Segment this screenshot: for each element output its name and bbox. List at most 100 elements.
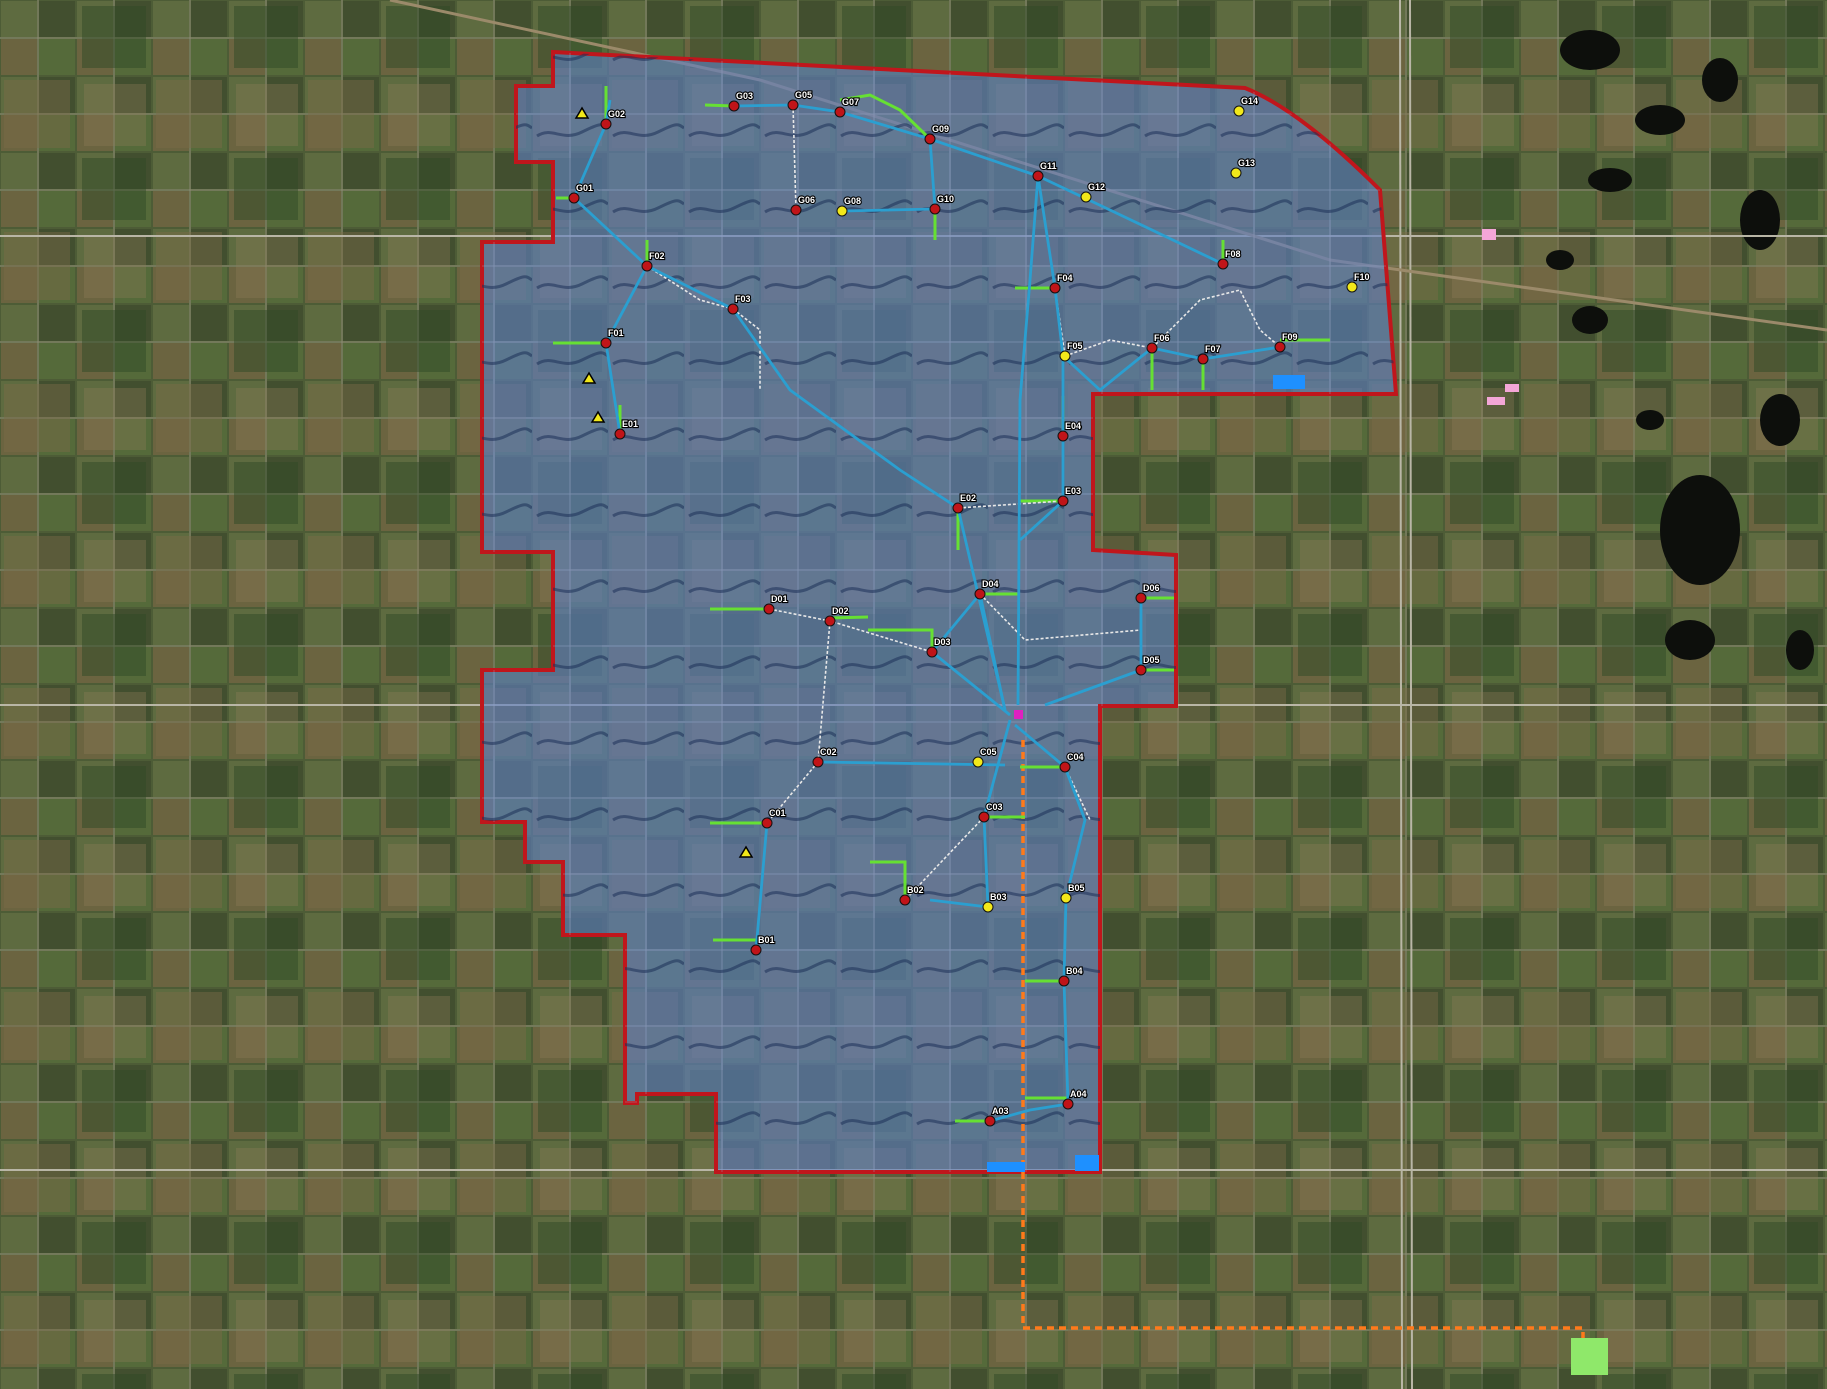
turbine-f05-circle-marker-icon bbox=[1059, 350, 1071, 362]
turbine-label: E03 bbox=[1065, 486, 1081, 496]
met-towers bbox=[574, 106, 754, 858]
turbine-g07-circle-marker-icon bbox=[834, 106, 846, 118]
trunk-line-segment bbox=[1063, 766, 1087, 899]
turbine-f03-circle-marker-icon bbox=[727, 303, 739, 315]
turbine-g02-circle-marker-icon bbox=[600, 118, 612, 130]
turbine-label: G08 bbox=[844, 196, 861, 206]
trunk-line-segment bbox=[929, 898, 989, 909]
turbine-label: G07 bbox=[842, 97, 859, 107]
access-road-segment bbox=[839, 93, 932, 141]
turbine-g08-circle-marker-icon bbox=[836, 205, 848, 217]
triangle-marker-icon bbox=[590, 410, 606, 423]
turbine-label: G14 bbox=[1241, 96, 1258, 106]
turbine-label: E01 bbox=[622, 419, 638, 429]
collector-line-segment bbox=[792, 104, 797, 211]
turbine-g03-circle-marker-icon bbox=[728, 100, 740, 112]
turbine-c01-circle-marker-icon bbox=[761, 817, 773, 829]
turbine-f02-circle-marker-icon bbox=[641, 260, 653, 272]
turbine-label: C05 bbox=[980, 747, 997, 757]
collector-line-segment bbox=[979, 593, 1142, 641]
trunk-line-segment bbox=[982, 816, 990, 908]
trunk-line-segment bbox=[1016, 175, 1040, 706]
turbine-label: B03 bbox=[990, 892, 1007, 902]
point-of-interconnection bbox=[1571, 1338, 1608, 1375]
trunk-line-segment bbox=[982, 719, 1012, 818]
turbine-g10-circle-marker-icon bbox=[929, 203, 941, 215]
turbine-label: E04 bbox=[1065, 421, 1081, 431]
trunk-line-segment bbox=[754, 822, 769, 951]
turbine-label: F04 bbox=[1057, 273, 1073, 283]
turbine-label: D06 bbox=[1143, 583, 1160, 593]
turbine-label: A04 bbox=[1070, 1089, 1087, 1099]
transmission-line bbox=[1021, 740, 1585, 1345]
trunk-line-segment bbox=[646, 264, 734, 311]
turbine-label: F05 bbox=[1067, 341, 1083, 351]
turbine-label: D01 bbox=[771, 594, 788, 604]
om-building bbox=[1505, 384, 1519, 392]
turbine-c02-circle-marker-icon bbox=[812, 756, 824, 768]
turbine-g11-circle-marker-icon bbox=[1032, 170, 1044, 182]
trunk-line-segment bbox=[928, 138, 937, 210]
turbine-label: B04 bbox=[1066, 966, 1083, 976]
triangle-marker-icon bbox=[738, 845, 754, 858]
turbine-d05-circle-marker-icon bbox=[1135, 664, 1147, 676]
access-road-segment bbox=[870, 860, 907, 900]
turbine-g13-circle-marker-icon bbox=[1230, 167, 1242, 179]
turbine-label: G03 bbox=[736, 91, 753, 101]
turbine-label: D03 bbox=[934, 637, 951, 647]
turbine-g09-circle-marker-icon bbox=[924, 133, 936, 145]
turbine-label: G05 bbox=[795, 90, 812, 100]
collector-line-segment bbox=[646, 265, 734, 310]
collector-lines bbox=[646, 104, 1281, 901]
trunk-line-segment bbox=[989, 1102, 1069, 1123]
trunk-line-segment bbox=[1044, 668, 1142, 707]
turbine-f06-circle-marker-icon bbox=[1146, 342, 1158, 354]
turbine-label: C02 bbox=[820, 747, 837, 757]
om-building bbox=[1487, 397, 1505, 405]
turbine-label: F02 bbox=[649, 251, 665, 261]
trunk-line-segment bbox=[1019, 356, 1065, 542]
turbine-e01-circle-marker-icon bbox=[614, 428, 626, 440]
turbine-f07-circle-marker-icon bbox=[1197, 353, 1209, 365]
turbine-label: E02 bbox=[960, 493, 976, 503]
turbine-label: F09 bbox=[1282, 332, 1298, 342]
turbine-g06-circle-marker-icon bbox=[790, 204, 802, 216]
turbine-label: F06 bbox=[1154, 333, 1170, 343]
turbine-c05-circle-marker-icon bbox=[972, 756, 984, 768]
turbine-label: F10 bbox=[1354, 272, 1370, 282]
trunk-line-segment bbox=[978, 593, 1007, 711]
collector-line-segment bbox=[1151, 289, 1281, 349]
turbine-label: G06 bbox=[798, 195, 815, 205]
trunk-line-segment bbox=[1014, 723, 1066, 769]
turbine-b05-circle-marker-icon bbox=[1060, 892, 1072, 904]
turbine-b03-circle-marker-icon bbox=[982, 901, 994, 913]
turbine-g01-circle-marker-icon bbox=[568, 192, 580, 204]
turbine-g12-circle-marker-icon bbox=[1080, 191, 1092, 203]
turbine-f04-circle-marker-icon bbox=[1049, 282, 1061, 294]
turbine-label: B01 bbox=[758, 935, 775, 945]
trunk-line-segment bbox=[931, 650, 1011, 717]
turbine-a04-circle-marker-icon bbox=[1062, 1098, 1074, 1110]
substation bbox=[1014, 710, 1023, 719]
turbine-label: C01 bbox=[769, 808, 786, 818]
triangle-marker-icon bbox=[574, 106, 590, 119]
turbine-label: F08 bbox=[1225, 249, 1241, 259]
turbine-label: D05 bbox=[1143, 655, 1160, 665]
laydown-yard bbox=[1273, 375, 1305, 389]
laydown-yard bbox=[1075, 1155, 1099, 1171]
access-road-segment bbox=[868, 628, 934, 652]
triangle-marker-icon bbox=[581, 371, 597, 384]
turbine-f01-circle-marker-icon bbox=[600, 337, 612, 349]
turbine-f09-circle-marker-icon bbox=[1274, 341, 1286, 353]
access-road-segment bbox=[829, 615, 869, 620]
collector-line-segment bbox=[732, 308, 761, 390]
turbine-label: F01 bbox=[608, 328, 624, 338]
turbine-a03-circle-marker-icon bbox=[984, 1115, 996, 1127]
trunk-line-segment bbox=[930, 593, 982, 653]
turbines bbox=[568, 99, 1358, 1127]
trunk-line-segment bbox=[733, 103, 931, 141]
turbine-label: A03 bbox=[992, 1106, 1009, 1116]
turbine-label: G02 bbox=[608, 109, 625, 119]
turbine-d01-circle-marker-icon bbox=[763, 603, 775, 615]
